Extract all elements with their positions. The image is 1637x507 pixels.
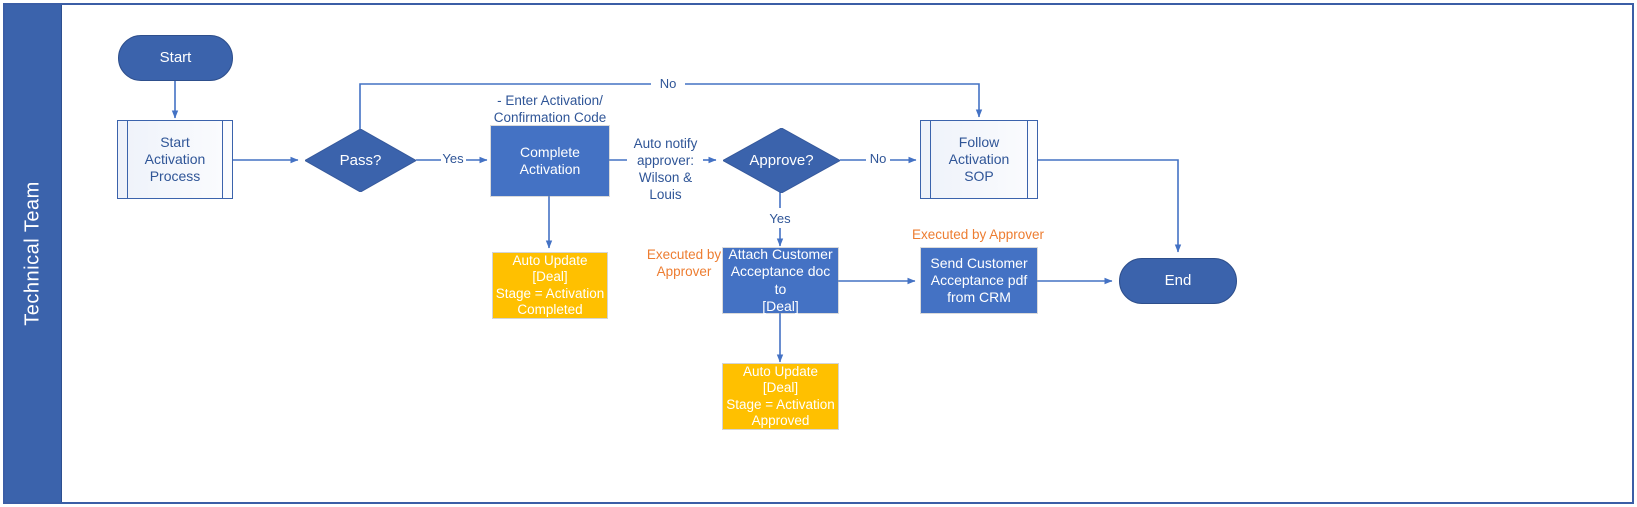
node-follow-activation-sop-label: Follow Activation SOP	[948, 133, 1010, 185]
edge-label-approve-no: No	[869, 151, 887, 166]
predef-right-bar	[1027, 121, 1028, 198]
node-auto-update-activation-completed-label: Auto Update [Deal] Stage = Activation Co…	[495, 252, 605, 317]
node-auto-update-activation-completed[interactable]: Auto Update [Deal] Stage = Activation Co…	[493, 253, 607, 318]
diamond-shape	[305, 129, 416, 192]
node-complete-activation-label: Complete Activation	[519, 143, 581, 177]
actor-note-attach-executed-by-approver: Executed by Approver	[646, 247, 722, 279]
node-attach-customer-acceptance[interactable]: Attach Customer Acceptance doc to [Deal]	[723, 246, 838, 314]
note-enter-activation-code: - Enter Activation/ Confirmation Code	[493, 93, 607, 125]
node-complete-activation[interactable]: Complete Activation	[491, 126, 609, 196]
node-start-activation-process[interactable]: Start Activation Process	[117, 120, 233, 199]
node-start-activation-process-label: Start Activation Process	[144, 133, 206, 185]
diamond-shape	[723, 128, 840, 193]
predef-left-bar	[127, 121, 128, 198]
predef-right-bar	[222, 121, 223, 198]
actor-note-send-executed-by-approver: Executed by Approver	[911, 227, 1045, 242]
node-send-customer-acceptance[interactable]: Send Customer Acceptance pdf from CRM	[921, 248, 1037, 313]
node-start[interactable]: Start	[118, 35, 233, 81]
node-end[interactable]: End	[1119, 258, 1237, 304]
node-follow-activation-sop[interactable]: Follow Activation SOP	[920, 120, 1038, 199]
predef-left-bar	[930, 121, 931, 198]
node-pass-decision-label: Pass?	[339, 152, 382, 169]
node-approve-decision-label: Approve?	[749, 152, 814, 169]
node-auto-update-activation-approved[interactable]: Auto Update [Deal] Stage = Activation Ap…	[723, 364, 838, 429]
node-attach-customer-acceptance-label: Attach Customer Acceptance doc to [Deal]	[728, 246, 833, 314]
node-end-label: End	[1164, 271, 1192, 289]
node-pass-decision[interactable]: Pass?	[305, 129, 416, 192]
edge-label-pass-yes: Yes	[442, 151, 464, 166]
edge-label-notify-approver: Auto notify approver: Wilson & Louis	[633, 136, 698, 202]
edge-label-pass-no: No	[651, 76, 685, 93]
node-send-customer-acceptance-label: Send Customer Acceptance pdf from CRM	[930, 254, 1028, 306]
node-start-label: Start	[159, 48, 192, 66]
node-auto-update-activation-approved-label: Auto Update [Deal] Stage = Activation Ap…	[726, 363, 835, 428]
node-approve-decision[interactable]: Approve?	[723, 128, 840, 193]
swimlane-header-technical-team: Technical Team	[5, 5, 62, 502]
edge-label-approve-yes: Yes	[769, 211, 791, 226]
swimlane-title: Technical Team	[21, 181, 44, 326]
